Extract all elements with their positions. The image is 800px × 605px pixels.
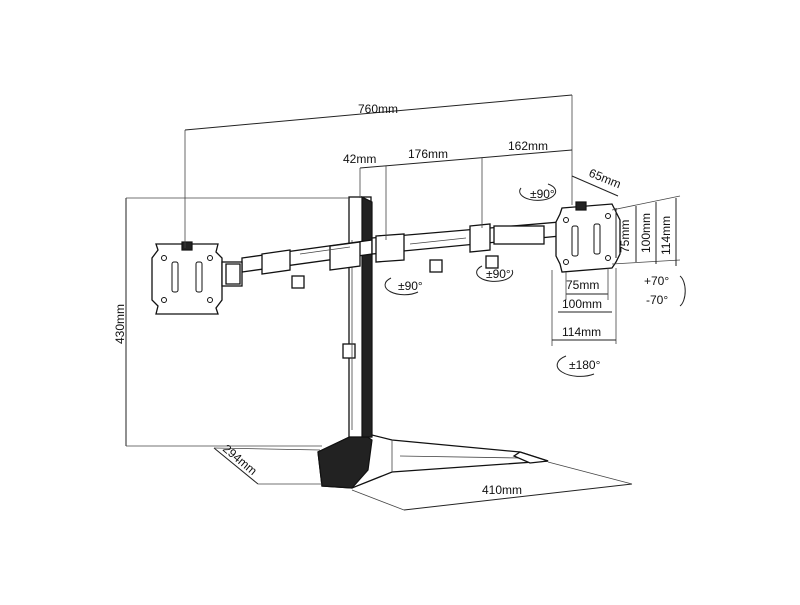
left-swivel-arrow (384, 277, 419, 296)
tilt-arrow (679, 275, 686, 307)
right-swivel-arrow (476, 265, 514, 282)
right-swivel-label: ±90° (486, 267, 511, 281)
inner-arm-label: 176mm (408, 147, 448, 161)
top-swivel-arrow (519, 183, 557, 201)
total-width-label: 760mm (358, 102, 398, 116)
base-width-label: 410mm (482, 483, 522, 497)
top-swivel-label: ±90° (530, 187, 555, 201)
depth-offset-label: 65mm (587, 166, 623, 191)
vesa-h114-label: 114mm (562, 325, 601, 339)
right-vesa-plate (555, 201, 621, 273)
vesa-v75-label: 75mm (618, 220, 632, 253)
height-label: 430mm (113, 304, 127, 344)
dimension-lines (125, 94, 681, 511)
outer-arm-label: 162mm (508, 139, 548, 153)
stand-base (317, 431, 549, 489)
left-swivel-label: ±90° (398, 279, 423, 293)
tilt-up-label: +70° (644, 274, 669, 288)
rotate-label: ±180° (569, 358, 601, 372)
stand-pole (342, 196, 373, 438)
vesa-v114-label: 114mm (659, 216, 673, 255)
right-arm (371, 221, 561, 273)
rotation-arrows (384, 183, 686, 377)
base-depth-label: 294mm (220, 442, 260, 478)
vesa-h100-label: 100mm (562, 297, 602, 311)
rotate-arrow (556, 355, 595, 377)
tilt-down-label: -70° (646, 293, 668, 307)
vesa-h75-label: 75mm (566, 278, 599, 292)
clamp-offset-label: 42mm (343, 152, 376, 166)
vesa-v100-label: 100mm (639, 213, 653, 253)
left-vesa-plate (151, 241, 243, 315)
